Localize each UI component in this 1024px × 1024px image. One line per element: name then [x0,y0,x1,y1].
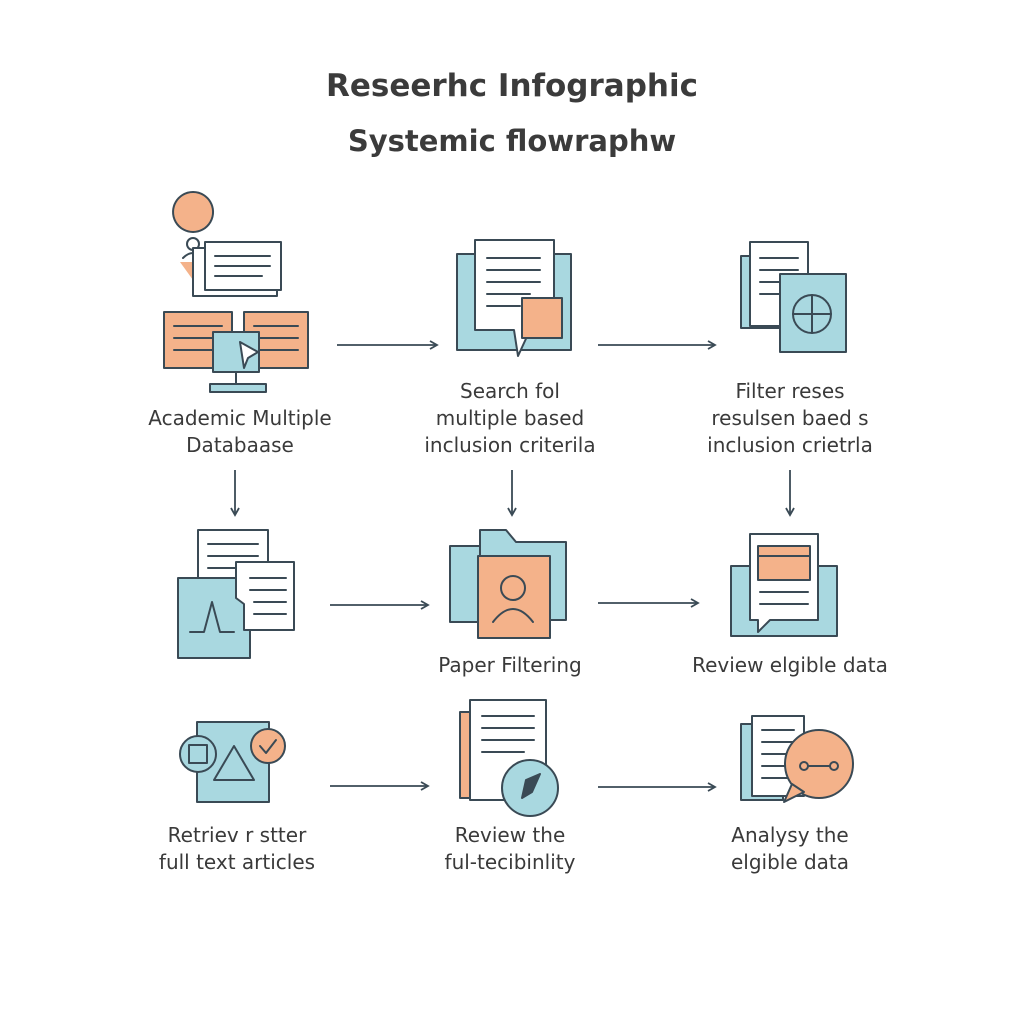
step-label-paper-filtering: Paper Filtering [438,653,582,677]
filter-documents-icon [740,241,847,353]
shapes-check-icon [179,721,286,803]
documents-chart-icon [177,529,295,659]
database-monitor-icon [163,191,309,393]
step-label-review-data: Review elgible data [692,653,888,677]
diagram-subtitle: Systemic flowraphw [347,124,677,158]
review-data-icon [730,533,838,637]
search-documents-icon [456,239,572,357]
chat-document-icon [740,715,854,803]
person-documents-icon [449,529,567,639]
connectors [230,340,795,792]
compass-document-icon [459,699,559,817]
diagram-title: Reseerhc Infographic [326,68,698,104]
